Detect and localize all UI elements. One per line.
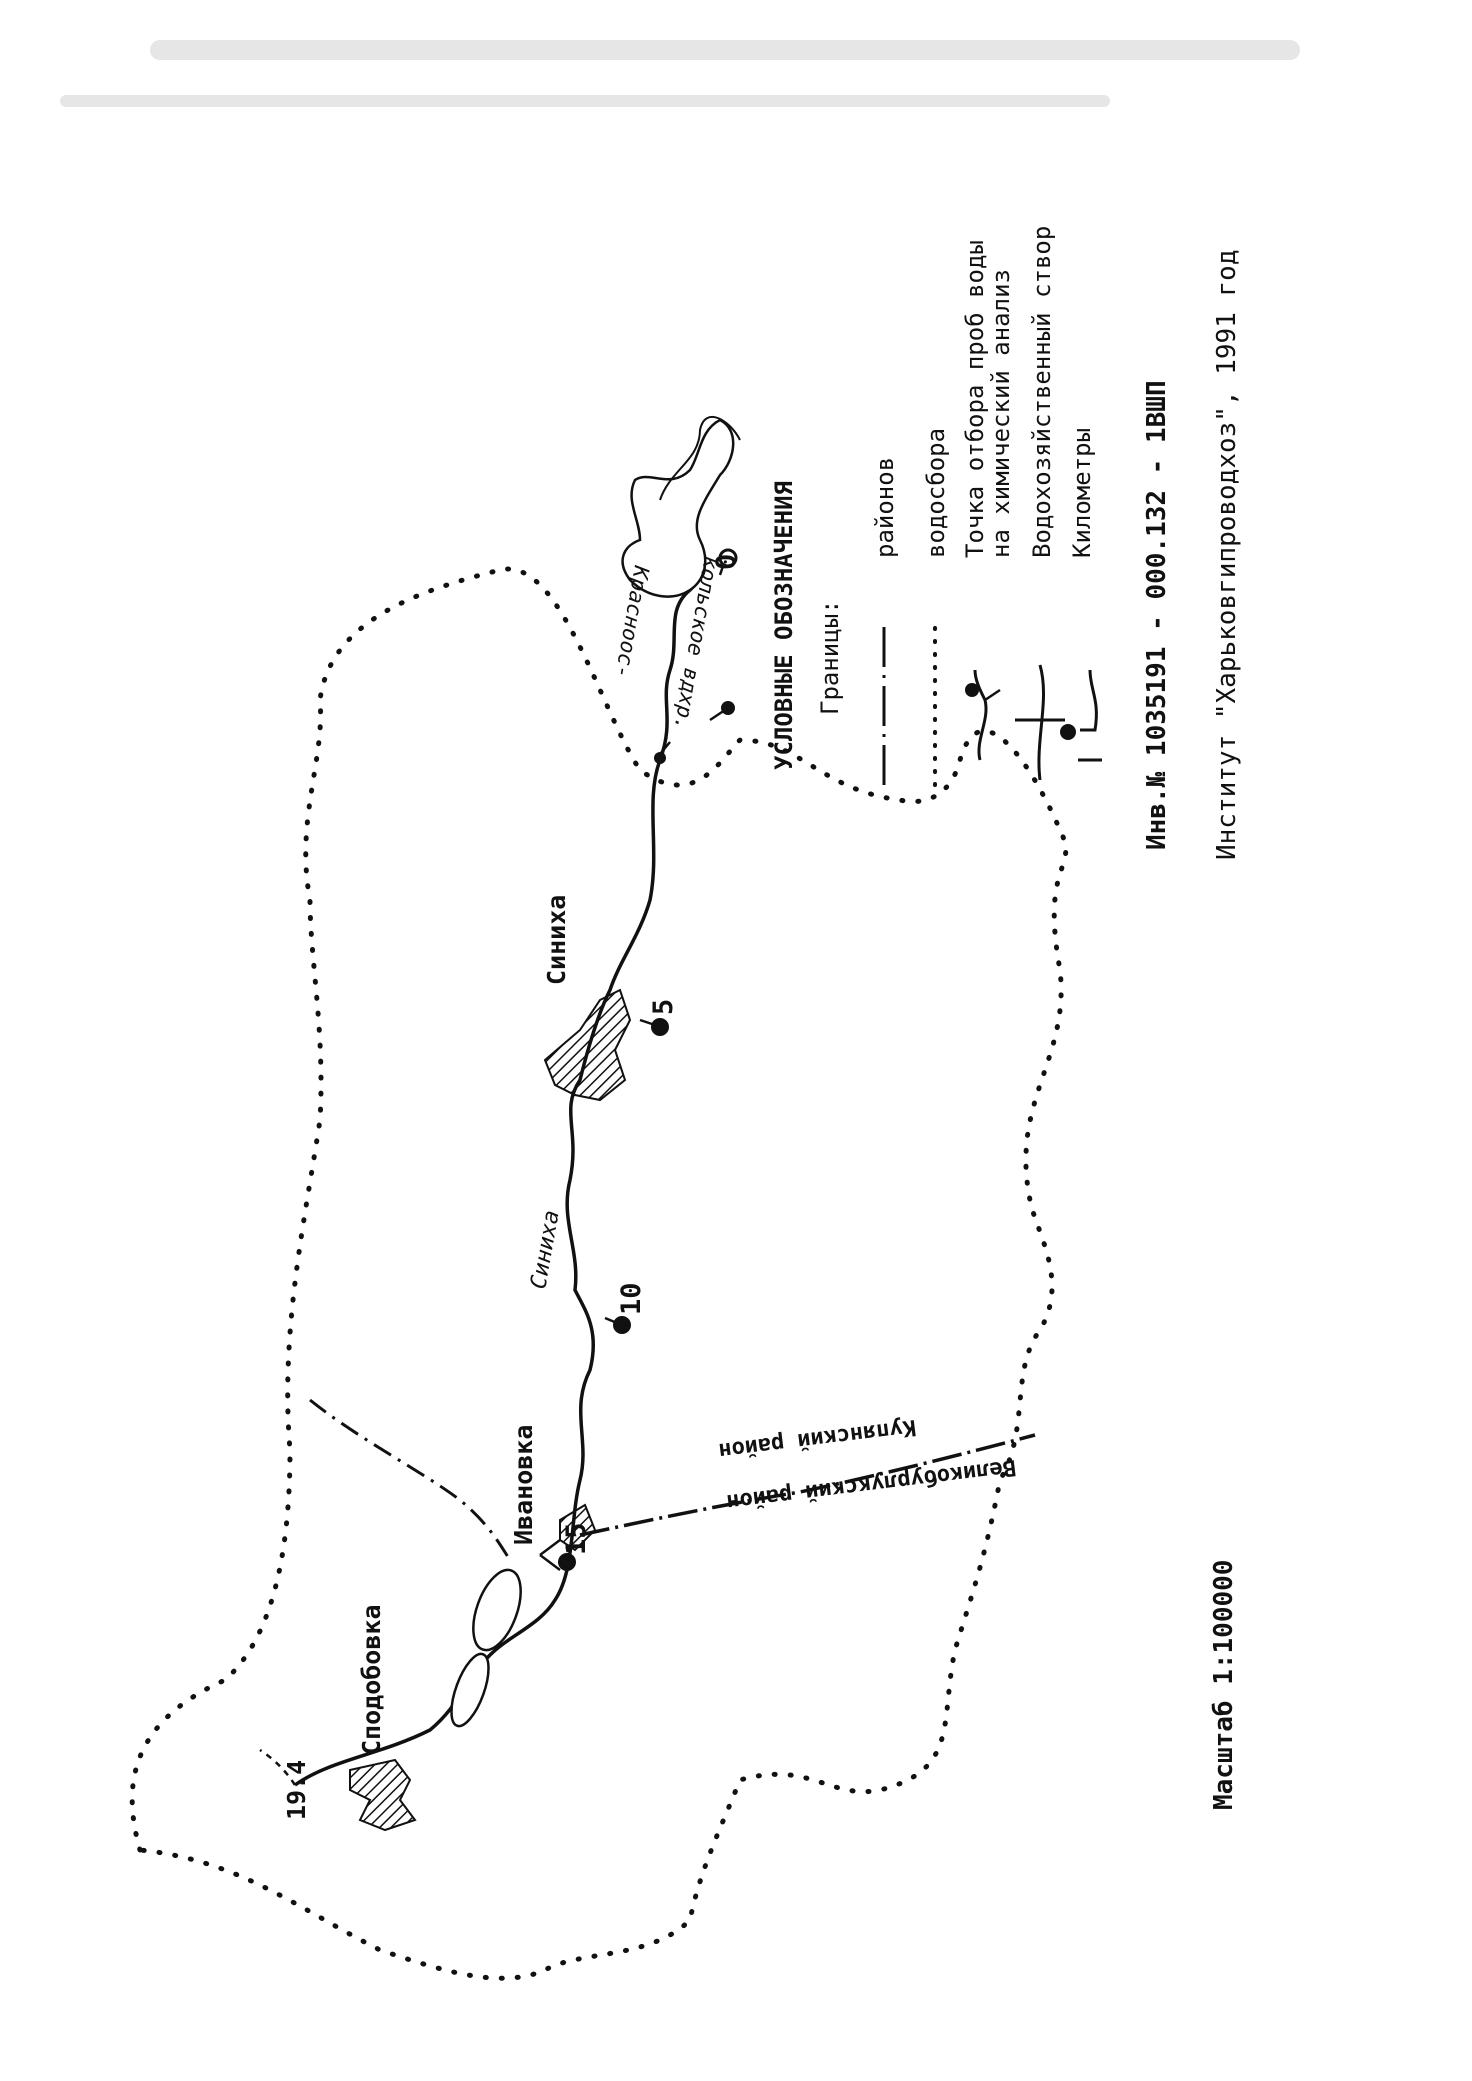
- km-label: 10: [616, 1282, 647, 1315]
- sampling-point-icon: [709, 701, 735, 722]
- river-sinikha: [293, 558, 706, 1787]
- km-marker-icon: [718, 548, 738, 576]
- legend-item-gauge: Водохозяйственный створ: [1028, 226, 1056, 558]
- km-label: 0: [711, 554, 742, 570]
- settlement-spodobovka-area: [349, 1758, 417, 1832]
- km-label: 5: [648, 999, 679, 1015]
- map-scale: Масштаб 1:100000: [1209, 1560, 1239, 1810]
- district-boundary: [579, 1433, 1036, 1537]
- inventory-number: Инв.№ 1035191 - 000.132 - 1ВШП: [1142, 380, 1172, 850]
- place-label-ivanovka: Ивановка: [509, 1425, 538, 1545]
- legend-item-km: Километры: [1068, 428, 1096, 558]
- pond: [450, 1652, 490, 1728]
- place-label-sinikha: Синиха: [542, 895, 571, 985]
- river-upper-stream: [259, 1748, 297, 1786]
- legend-item-districts: районов: [871, 457, 899, 558]
- legend-borders-label: Границы:: [816, 599, 844, 715]
- sampling-point-icon: [654, 741, 671, 764]
- pond: [472, 1568, 522, 1652]
- km-marker-icon: [604, 1316, 631, 1334]
- settlement-ivanovka-area: [559, 1503, 597, 1552]
- district-label-kupyansky: Купянский район: [717, 1414, 917, 1463]
- settlement-sinikha-area: [543, 988, 632, 1102]
- legend-title: УСЛОВНЫЕ ОБОЗНАЧЕНИЯ: [770, 481, 798, 770]
- km-marker-icon: [539, 1539, 576, 1571]
- point-label: 19.4: [282, 1760, 311, 1820]
- water-gauge-icon: [1015, 664, 1065, 781]
- scan-smudge: [150, 40, 1300, 60]
- institute-credit: Институт "Харьковгипроводхоз", 1991 год: [1212, 250, 1242, 860]
- reservoir: [659, 416, 741, 501]
- district-boundary: [309, 1398, 512, 1561]
- district-label-velikoburluksky: Великобурлукский район: [725, 1454, 1017, 1514]
- km-label: 15: [561, 1522, 592, 1555]
- scan-smudge: [60, 95, 1110, 107]
- legend-item-sampling-line2: на химический анализ: [987, 269, 1015, 558]
- km-marker-icon: [639, 1018, 669, 1036]
- reservoir-label: Красноос-: [610, 563, 654, 680]
- river-label: Синиха: [526, 1208, 564, 1291]
- sampling-point-icon: [965, 669, 1001, 761]
- km-marker-icon: [1060, 669, 1102, 762]
- place-label-spodobovka: Сподобовка: [357, 1604, 386, 1755]
- legend-item-sampling-line1: Точка отбора проб воды: [961, 240, 989, 558]
- watershed-boundary: [129, 566, 1069, 1981]
- legend-item-watershed: водосбора: [922, 428, 950, 558]
